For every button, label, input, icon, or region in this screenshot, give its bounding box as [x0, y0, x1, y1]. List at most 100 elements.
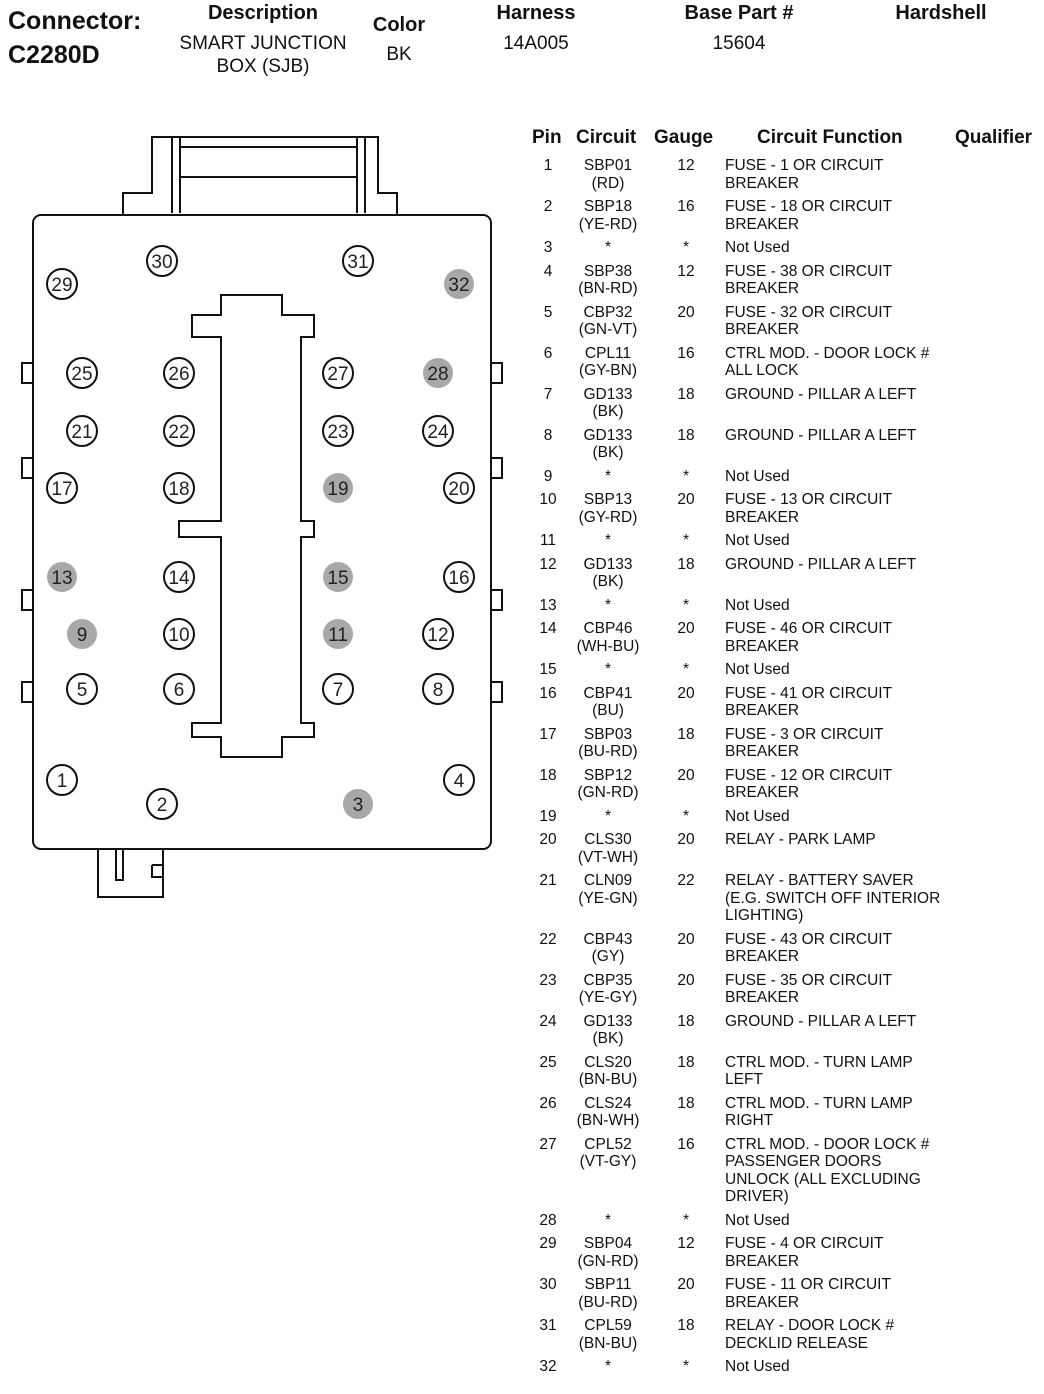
circuit-cell: *	[568, 468, 648, 486]
pin-cavity: 16	[443, 561, 475, 593]
col-head-gauge: Gauge	[654, 127, 714, 148]
circuit-name: CLS30	[584, 831, 632, 848]
circuit-cell: GD133(BK)	[568, 386, 648, 421]
pin-label: 28	[427, 364, 448, 385]
function-line: BREAKER	[725, 948, 800, 965]
color-value: BK	[386, 44, 412, 65]
pin-number: 3	[543, 239, 553, 256]
function-line: (E.G. SWITCH OFF INTERIOR	[725, 889, 941, 907]
circuit-color: (BU)	[592, 702, 624, 719]
circuit-name: CLN09	[583, 872, 633, 889]
pin-label: 9	[77, 625, 88, 646]
pin-label: 11	[328, 625, 348, 646]
circuit-name: *	[604, 807, 612, 825]
pin-number: 6	[543, 344, 553, 362]
pin-cavity: 24	[422, 415, 454, 447]
col-head-circuit: Circuit	[576, 127, 637, 148]
circuit-cell: GD133(BK)	[568, 427, 648, 462]
gauge-cell: 20	[677, 831, 695, 848]
circuit-cell: SBP38(BN-RD)	[568, 263, 648, 298]
function-line: BREAKER	[725, 743, 800, 760]
pin-cavity: 21	[66, 415, 98, 447]
pin-cavity: 22	[163, 415, 195, 447]
table-header: Pin Circuit Gauge Circuit Function Quali…	[520, 127, 1044, 153]
function-line: FUSE - 46 OR CIRCUIT	[725, 620, 893, 637]
pin-circle	[46, 268, 78, 300]
function-line: FUSE - 43 OR CIRCUIT	[725, 930, 893, 948]
gauge-cell: 20	[677, 930, 695, 948]
pin-number: 9	[543, 467, 553, 485]
pin-circle	[443, 472, 475, 504]
circuit-cell: SBP01(RD)	[568, 157, 648, 192]
pin-number: 27	[539, 1135, 557, 1153]
pin-label: 1	[57, 771, 68, 792]
pin-cavity: 2	[146, 788, 178, 820]
gauge-cell: *	[682, 596, 690, 614]
circuit-color: (BK)	[592, 444, 624, 461]
pin-circle	[66, 357, 98, 389]
pin-number: 12	[539, 555, 557, 573]
pin-number: 25	[539, 1053, 557, 1071]
circuit-name: *	[604, 532, 612, 549]
function-line: Not Used	[725, 661, 790, 678]
circuit-color: (YE-RD)	[578, 215, 638, 233]
function-cell: Not Used	[725, 1358, 955, 1376]
pin-label: 24	[427, 422, 449, 443]
pin-number: 21	[539, 872, 557, 889]
circuit-name: *	[604, 596, 612, 614]
pin-number: 29	[539, 1235, 557, 1252]
function-line: Not Used	[725, 807, 790, 825]
function-cell: Not Used	[725, 468, 955, 486]
pin-circle	[163, 618, 195, 650]
pin-circle	[323, 619, 353, 649]
pin-circle	[422, 618, 454, 650]
pin-number: 31	[539, 1317, 557, 1334]
pin-cavity: 18	[163, 472, 195, 504]
circuit-cell: CBP32(GN-VT)	[568, 304, 648, 339]
function-line: DECKLID RELEASE	[725, 1334, 868, 1352]
circuit-cell: CBP35(YE-GY)	[568, 972, 648, 1007]
pin-circle	[146, 788, 178, 820]
pin-label: 25	[71, 364, 92, 385]
pin-cavity-unused: 3	[343, 789, 373, 819]
circuit-name: GD133	[583, 385, 633, 403]
function-line: Not Used	[725, 1358, 790, 1375]
function-line: DRIVER)	[725, 1188, 789, 1205]
pin-number: 11	[539, 532, 557, 549]
pin-circle	[422, 673, 454, 705]
pin-label: 17	[51, 479, 72, 500]
function-line: FUSE - 41 OR CIRCUIT	[725, 684, 893, 702]
pin-circle	[323, 473, 353, 503]
gauge-cell: 12	[677, 1235, 695, 1252]
function-line: BREAKER	[725, 280, 800, 297]
connector-label: Connector:	[8, 7, 142, 35]
pin-cavity: 4	[443, 764, 475, 796]
gauge-cell: 18	[677, 426, 695, 444]
circuit-color: (RD)	[591, 174, 625, 192]
pin-number: 24	[539, 1012, 557, 1030]
function-line: Not Used	[725, 467, 790, 485]
function-line: RELAY - PARK LAMP	[725, 831, 876, 848]
circuit-color: (GY-RD)	[578, 508, 638, 526]
circuit-color: (VT-GY)	[579, 1153, 637, 1170]
pin-number: 23	[539, 971, 557, 989]
function-line: FUSE - 4 OR CIRCUIT	[725, 1235, 884, 1252]
function-line: FUSE - 38 OR CIRCUIT	[725, 262, 893, 280]
pin-cavity-unused: 28	[423, 358, 453, 388]
circuit-color: (BK)	[592, 573, 624, 590]
function-line: CTRL MOD. - DOOR LOCK #	[725, 344, 930, 362]
circuit-name: CPL11	[584, 344, 632, 362]
circuit-name: SBP04	[583, 1235, 633, 1252]
pin-circle	[422, 415, 454, 447]
pin-number: 14	[539, 620, 557, 637]
circuit-color: (GN-RD)	[577, 1252, 639, 1270]
pin-circle	[443, 764, 475, 796]
pin-cavity: 25	[66, 357, 98, 389]
gauge-cell: 18	[677, 1053, 695, 1071]
gauge-cell: *	[682, 1211, 690, 1229]
